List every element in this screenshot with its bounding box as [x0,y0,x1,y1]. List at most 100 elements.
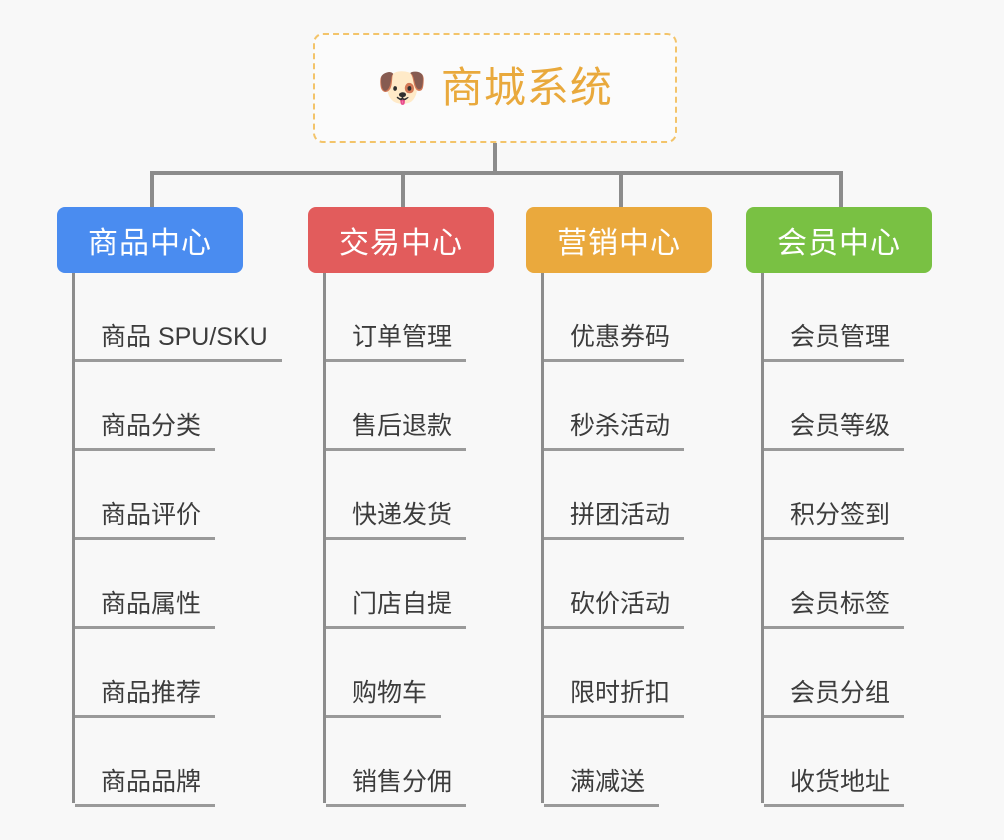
leaf-underline: 快递发货 [326,500,467,540]
list-item[interactable]: 会员等级 [746,362,932,451]
leaf-underline: 会员等级 [764,411,905,451]
branch-stem-connector [150,171,154,207]
branch-column-2: 营销中心优惠券码秒杀活动拼团活动砍价活动限时折扣满减送 [526,171,712,807]
list-item[interactable]: 商品品牌 [57,718,282,807]
leaf-underline: 会员分组 [764,678,905,718]
leaf-label: 会员分组 [790,678,891,707]
leaf-label: 商品品牌 [101,767,202,796]
leaf-label: 订单管理 [352,322,453,351]
leaf-underline: 拼团活动 [544,500,685,540]
list-item[interactable]: 会员分组 [746,629,932,718]
leaf-underline: 积分签到 [764,500,905,540]
root-stem-connector [493,143,497,175]
list-item[interactable]: 积分签到 [746,451,932,540]
branch-header-label: 商品中心 [88,227,212,260]
leaf-underline: 订单管理 [326,322,467,362]
branch-bus-connector [150,171,840,175]
leaf-underline: 满减送 [544,767,660,807]
branch-spine-connector [72,273,75,803]
branch-stem-connector [839,171,843,207]
branch-stem-connector [401,171,405,207]
leaf-label: 会员管理 [790,322,891,351]
branch-spine-connector [761,273,764,803]
leaf-label: 砍价活动 [570,589,671,618]
list-item[interactable]: 满减送 [526,718,712,807]
list-item[interactable]: 会员管理 [746,273,932,362]
leaf-label: 会员等级 [790,411,891,440]
list-item[interactable]: 拼团活动 [526,451,712,540]
branch-header-3[interactable]: 会员中心 [746,207,932,273]
leaf-label: 收货地址 [790,767,891,796]
branch-item-list: 会员管理会员等级积分签到会员标签会员分组收货地址 [746,273,932,807]
list-item[interactable]: 商品分类 [57,362,282,451]
leaf-underline: 砍价活动 [544,589,685,629]
list-item[interactable]: 订单管理 [308,273,494,362]
leaf-underline: 商品属性 [75,589,216,629]
branch-column-3: 会员中心会员管理会员等级积分签到会员标签会员分组收货地址 [746,171,932,807]
leaf-label: 商品 SPU/SKU [101,322,268,351]
leaf-label: 会员标签 [790,589,891,618]
leaf-label: 售后退款 [352,411,453,440]
branch-header-label: 会员中心 [777,227,901,260]
leaf-label: 门店自提 [352,589,453,618]
leaf-underline: 售后退款 [326,411,467,451]
list-item[interactable]: 商品 SPU/SKU [57,273,282,362]
leaf-label: 购物车 [352,678,428,707]
leaf-label: 积分签到 [790,500,891,529]
root-title: 商城系统 [440,64,613,111]
list-item[interactable]: 秒杀活动 [526,362,712,451]
leaf-label: 销售分佣 [352,767,453,796]
leaf-label: 商品评价 [101,500,202,529]
list-item[interactable]: 会员标签 [746,540,932,629]
list-item[interactable]: 快递发货 [308,451,494,540]
branch-header-2[interactable]: 营销中心 [526,207,712,273]
leaf-underline: 收货地址 [764,767,905,807]
leaf-underline: 门店自提 [326,589,467,629]
leaf-label: 商品分类 [101,411,202,440]
branch-stem-connector [619,171,623,207]
branch-header-1[interactable]: 交易中心 [308,207,494,273]
leaf-label: 拼团活动 [570,500,671,529]
leaf-underline: 商品推荐 [75,678,216,718]
leaf-underline: 会员标签 [764,589,905,629]
list-item[interactable]: 购物车 [308,629,494,718]
branch-header-label: 交易中心 [339,227,463,260]
leaf-label: 满减送 [570,767,646,796]
list-item[interactable]: 门店自提 [308,540,494,629]
leaf-label: 限时折扣 [570,678,671,707]
root-node[interactable]: 🐶 商城系统 [313,33,677,143]
branch-header-label: 营销中心 [557,227,681,260]
branch-column-1: 交易中心订单管理售后退款快递发货门店自提购物车销售分佣 [308,171,494,807]
branch-spine-connector [323,273,326,803]
leaf-label: 秒杀活动 [570,411,671,440]
branch-item-list: 优惠券码秒杀活动拼团活动砍价活动限时折扣满减送 [526,273,712,807]
leaf-label: 优惠券码 [570,322,671,351]
list-item[interactable]: 商品属性 [57,540,282,629]
leaf-underline: 商品分类 [75,411,216,451]
leaf-label: 快递发货 [352,500,453,529]
list-item[interactable]: 优惠券码 [526,273,712,362]
leaf-underline: 商品评价 [75,500,216,540]
dog-face-icon: 🐶 [377,66,427,110]
leaf-underline: 销售分佣 [326,767,467,807]
leaf-underline: 优惠券码 [544,322,685,362]
branch-column-0: 商品中心商品 SPU/SKU 商品分类商品评价商品属性商品推荐商品品牌 [57,171,282,807]
branch-spine-connector [541,273,544,803]
leaf-underline: 限时折扣 [544,678,685,718]
list-item[interactable]: 销售分佣 [308,718,494,807]
list-item[interactable]: 限时折扣 [526,629,712,718]
leaf-underline: 购物车 [326,678,442,718]
leaf-underline: 会员管理 [764,322,905,362]
leaf-underline: 商品品牌 [75,767,216,807]
list-item[interactable]: 商品评价 [57,451,282,540]
list-item[interactable]: 商品推荐 [57,629,282,718]
leaf-label: 商品推荐 [101,678,202,707]
leaf-label: 商品属性 [101,589,202,618]
list-item[interactable]: 售后退款 [308,362,494,451]
branch-item-list: 订单管理售后退款快递发货门店自提购物车销售分佣 [308,273,494,807]
leaf-underline: 商品 SPU/SKU [75,322,282,362]
branch-header-0[interactable]: 商品中心 [57,207,243,273]
list-item[interactable]: 砍价活动 [526,540,712,629]
list-item[interactable]: 收货地址 [746,718,932,807]
